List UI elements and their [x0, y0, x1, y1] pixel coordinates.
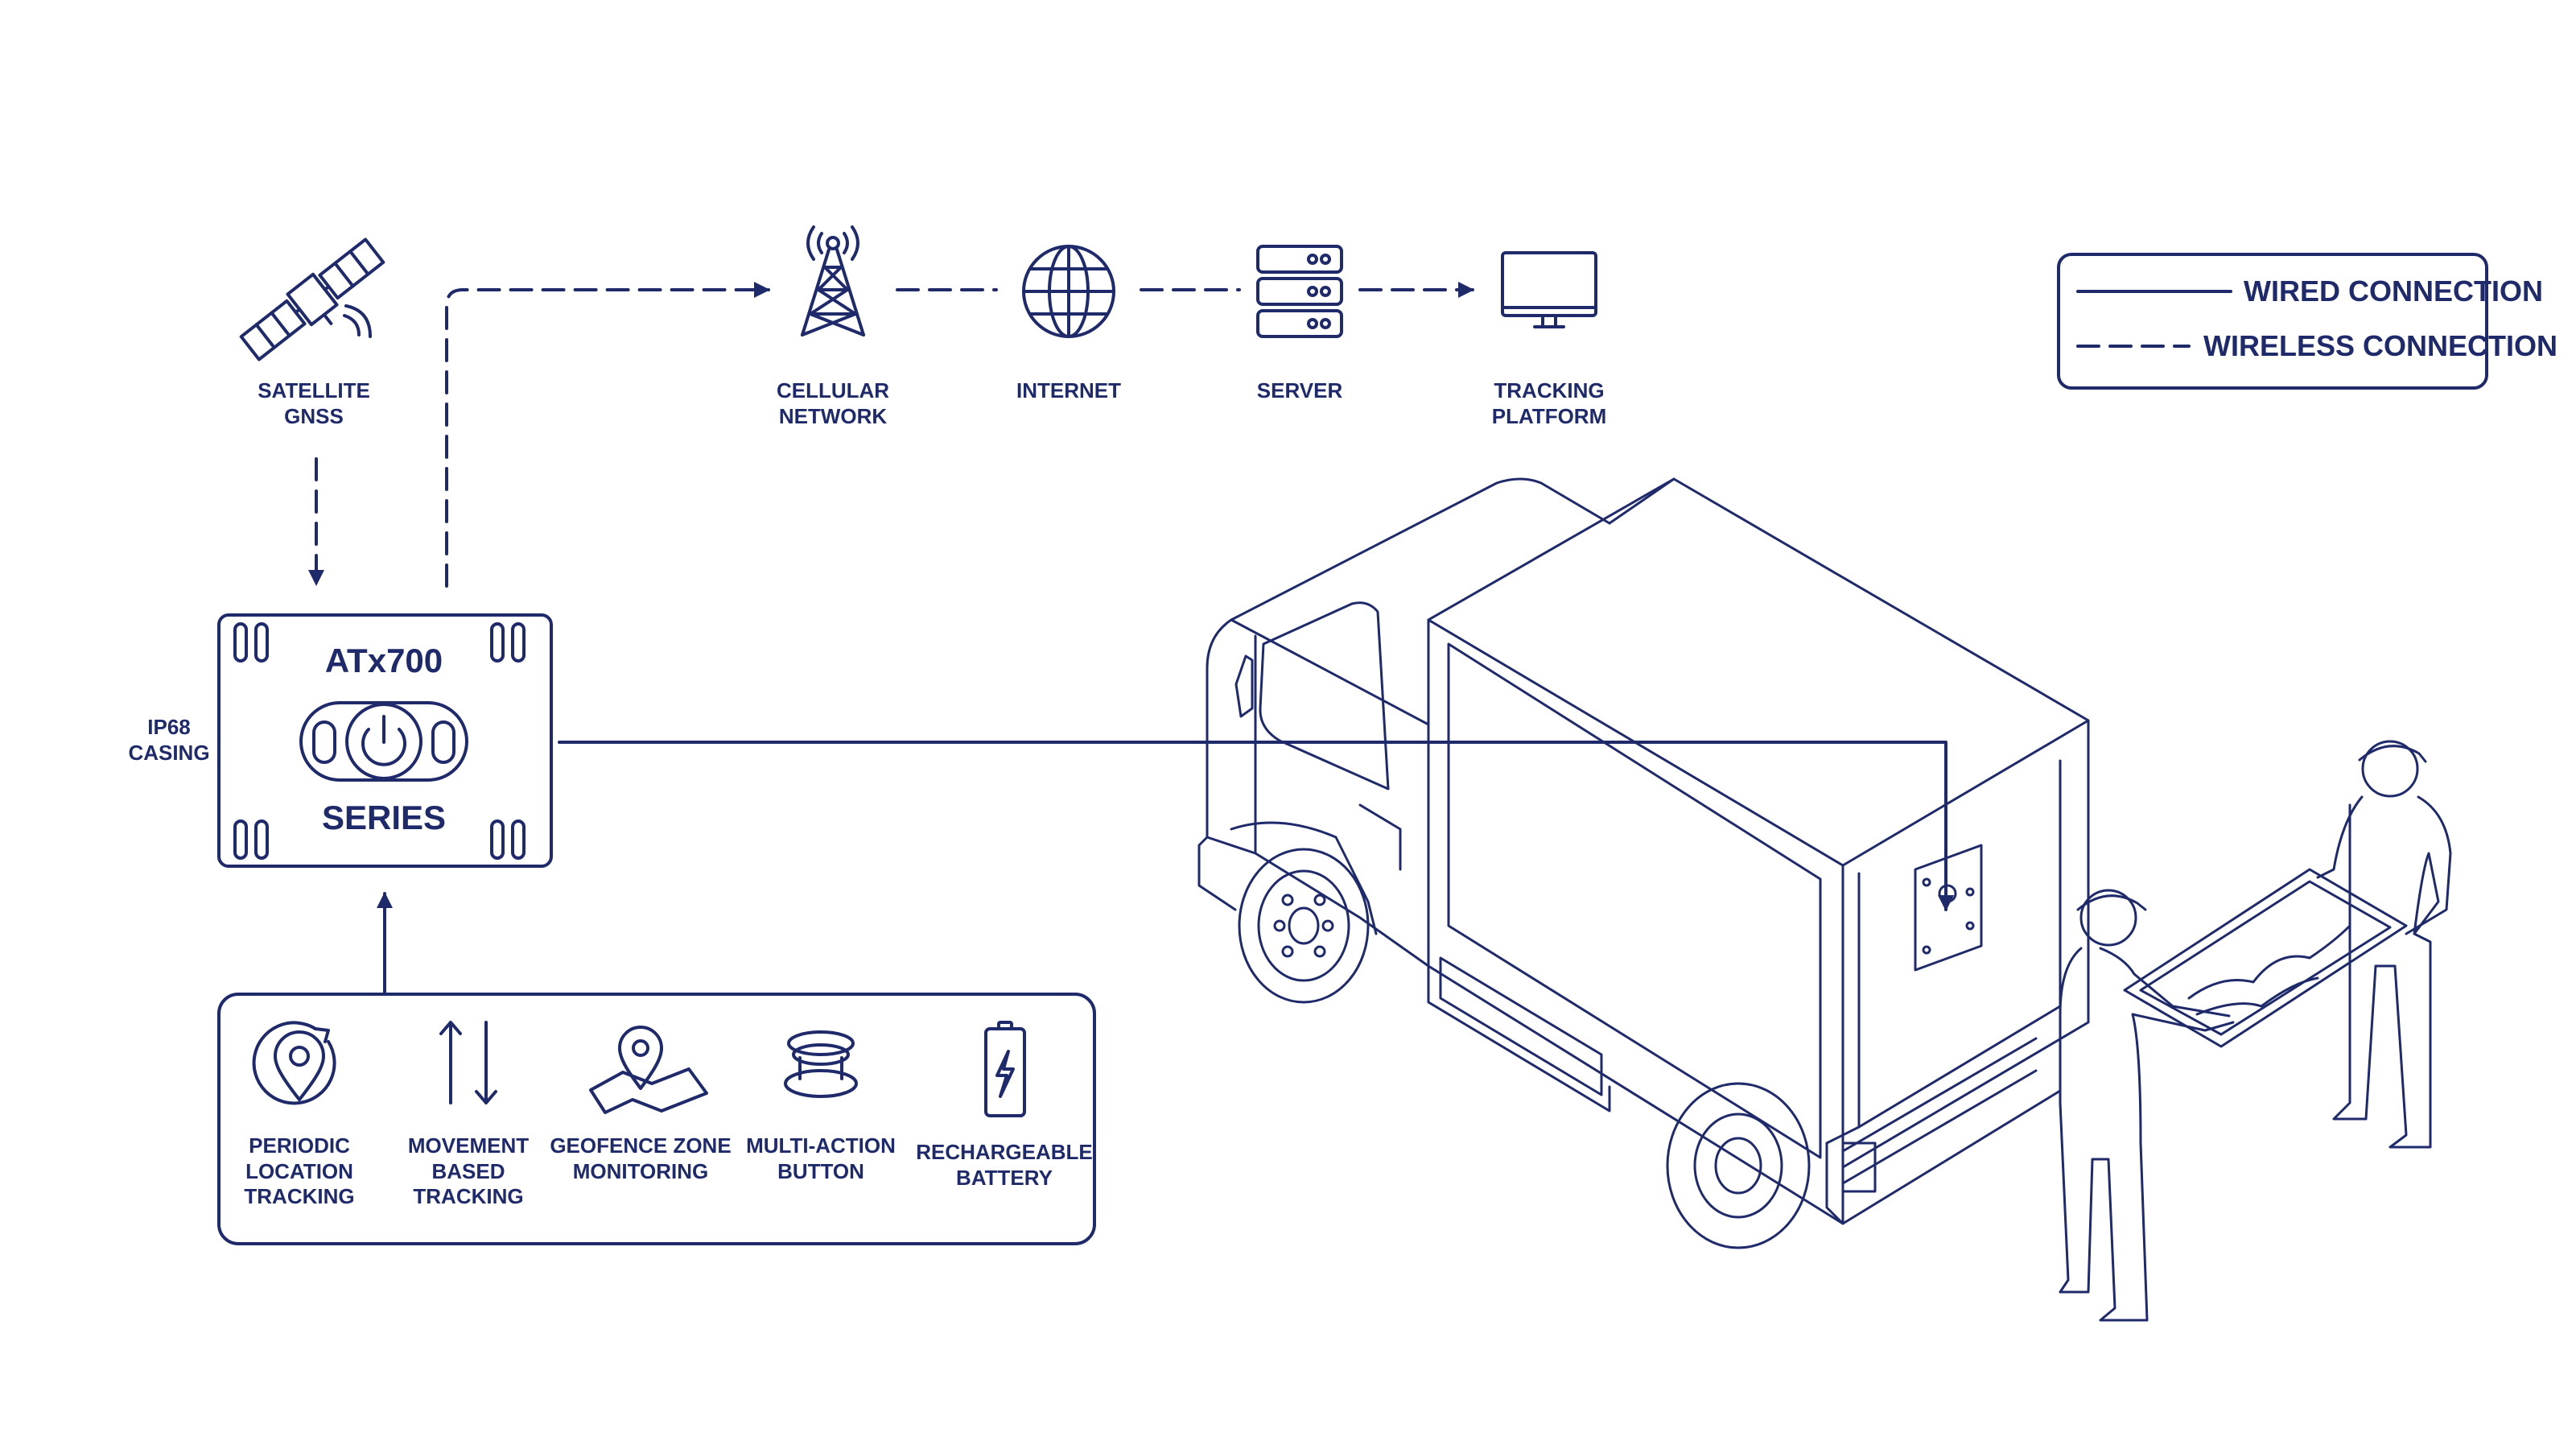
- server-label: SERVER: [1256, 378, 1343, 402]
- up-down-arrows-icon: [439, 1021, 497, 1104]
- push-button-icon: [784, 1030, 858, 1098]
- cargo-box: [1427, 477, 2090, 1225]
- device-series-label: SERIES: [321, 799, 447, 836]
- wired-connection-lines: [377, 741, 1954, 994]
- satellite-icon: [239, 237, 385, 361]
- cell-tower-icon: [801, 225, 865, 336]
- worker-left: [2059, 889, 2235, 1322]
- device-box: [217, 613, 553, 868]
- battery-icon: [984, 1021, 1026, 1117]
- side-mirror: [1234, 654, 1254, 718]
- features-panel: [217, 993, 1096, 1245]
- geofence-map-icon: [589, 1026, 708, 1114]
- globe-icon: [1022, 245, 1115, 338]
- ip68-casing-label: IP68 CASING: [128, 715, 210, 765]
- feature-label-movement: MOVEMENT BASED TRACKING: [407, 1133, 530, 1209]
- device-model-label: ATx700: [324, 642, 443, 679]
- device-to-cellular-link: [445, 282, 770, 588]
- server-icon: [1256, 245, 1343, 338]
- worker-right: [2316, 740, 2452, 1149]
- feature-label-periodic: PERIODIC LOCATION TRACKING: [244, 1133, 355, 1209]
- cellular-network-label: CELLULAR NETWORK: [776, 378, 890, 428]
- delivery-truck-with-workers-icon: [1197, 477, 2452, 1322]
- mounting-slots: [233, 622, 526, 860]
- cargo-door-frame: [1825, 759, 2062, 1225]
- satellite-label: SATELLITE GNSS: [258, 378, 370, 428]
- legend-wired-label: WIRED CONNECTION: [2244, 275, 2543, 308]
- tracking-platform-label: TRACKING PLATFORM: [1491, 378, 1607, 428]
- cab-side-window: [1259, 601, 1390, 791]
- internet-label: INTERNET: [1016, 378, 1121, 402]
- tracker-mounted: [1914, 844, 1983, 972]
- front-wheel: [1238, 848, 1370, 1004]
- feature-label-button: MULTI-ACTION BUTTON: [746, 1133, 896, 1183]
- legend-wireless-label: WIRELESS CONNECTION: [2203, 329, 2558, 362]
- power-button-icon: [299, 701, 468, 782]
- monitor-icon: [1501, 251, 1597, 328]
- device-to-truck-link: [558, 741, 1954, 911]
- wireless-connection-lines: [308, 282, 1474, 588]
- side-skirt-panel: [1439, 956, 1603, 1096]
- feature-label-battery: RECHARGEABLE BATTERY: [916, 1140, 1093, 1190]
- location-refresh-icon: [252, 1021, 336, 1105]
- feature-label-geofence: GEOFENCE ZONE MONITORING: [550, 1133, 732, 1183]
- rear-wheel: [1666, 1082, 1811, 1249]
- carried-panel: [2123, 868, 2408, 1048]
- legend: [2057, 253, 2488, 390]
